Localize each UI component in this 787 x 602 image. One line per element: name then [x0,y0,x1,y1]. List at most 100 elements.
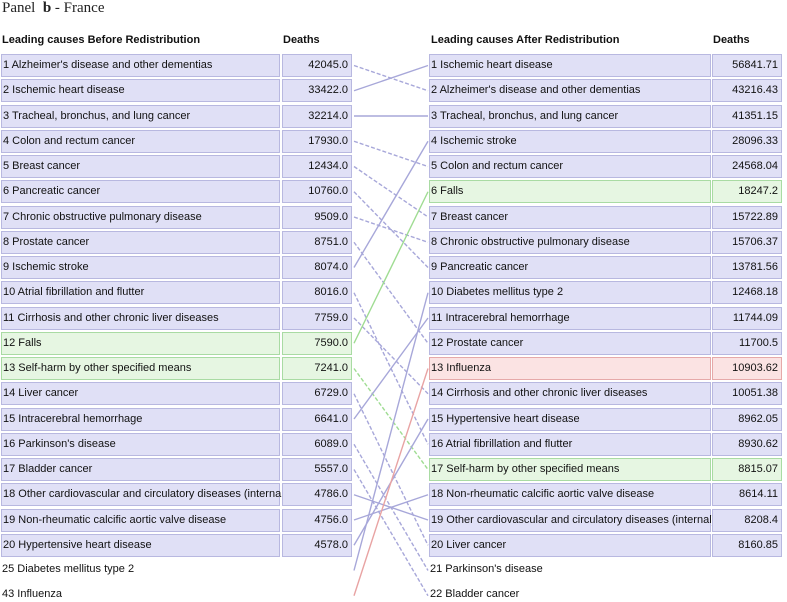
before-deaths-cell: 7759.0 [282,306,352,330]
before-cause-cell: 11 Cirrhosis and other chronic liver dis… [1,306,280,330]
after-extra-cause: 22 Bladder cancer [430,588,520,601]
before-deaths-cell: 42045.0 [282,54,352,77]
panel-title: Panel b - France [2,0,104,17]
before-cause-cell: 20 Hypertensive heart disease [1,533,280,557]
after-deaths-cell: 41351.15 [712,104,782,128]
after-deaths-header: Deaths [713,34,750,46]
before-cause-cell: 3 Tracheal, bronchus, and lung cancer [1,104,280,128]
before-deaths-cell: 8074.0 [282,256,352,279]
rank-link-line [353,393,429,546]
before-cause-cell: 5 Breast cancer [1,155,280,178]
before-cause-cell: 8 Prostate cancer [1,230,280,254]
after-deaths-cell: 8815.07 [712,458,782,481]
after-cause-cell: 12 Prostate cancer [429,331,711,355]
rank-link-line [353,64,429,92]
after-cause-header: Leading causes After Redistribution [431,34,620,46]
before-extra-cause: 43 Influenza [2,588,62,601]
before-deaths-cell: 5557.0 [282,458,352,481]
after-cause-cell: 13 Influenza [429,357,711,380]
rank-link-line [353,165,429,218]
rank-link-line [353,292,429,571]
before-cause-cell: 15 Intracerebral hemorrhage [1,407,280,431]
after-cause-cell: 14 Cirrhosis and other chronic liver dis… [429,382,711,406]
before-cause-cell: 18 Other cardiovascular and circulatory … [1,483,287,507]
after-deaths-cell: 8614.11 [712,483,782,507]
before-cause-cell: 10 Atrial fibrillation and flutter [1,281,280,305]
before-cause-cell: 1 Alzheimer's disease and other dementia… [1,54,280,77]
before-deaths-cell: 12434.0 [282,155,352,178]
before-deaths-cell: 6729.0 [282,382,352,406]
after-deaths-cell: 56841.71 [712,54,782,77]
after-cause-cell: 11 Intracerebral hemorrhage [429,306,711,330]
after-deaths-cell: 18247.2 [712,180,782,204]
rank-link-line [353,368,429,596]
before-cause-cell: 2 Ischemic heart disease [1,79,280,103]
after-cause-cell: 5 Colon and rectum cancer [429,155,711,178]
after-deaths-cell: 8930.62 [712,432,782,456]
before-deaths-cell: 8016.0 [282,281,352,305]
before-deaths-cell: 6089.0 [282,432,352,456]
before-cause-cell: 13 Self-harm by other specified means [1,357,280,380]
rank-link-line [353,140,429,168]
after-cause-cell: 9 Pancreatic cancer [429,256,711,279]
after-cause-cell: 2 Alzheimer's disease and other dementia… [429,79,711,103]
before-extra-cause: 25 Diabetes mellitus type 2 [2,563,135,575]
before-cause-cell: 9 Ischemic stroke [1,256,280,279]
before-deaths-cell: 4578.0 [282,533,352,557]
after-cause-cell: 15 Hypertensive heart disease [429,407,711,431]
after-deaths-cell: 11744.09 [712,306,782,330]
before-deaths-cell: 4786.0 [282,483,352,507]
before-deaths-cell: 7590.0 [282,331,352,355]
panel-prefix: Panel [2,0,36,16]
before-cause-cell: 6 Pancreatic cancer [1,180,280,204]
after-deaths-cell: 8208.4 [712,508,782,532]
before-deaths-cell: 8751.0 [282,230,352,254]
after-cause-cell: 6 Falls [429,180,711,204]
before-cause-cell: 7 Chronic obstructive pulmonary disease [1,205,280,229]
after-cause-cell: 18 Non-rheumatic calcific aortic valve d… [429,483,711,507]
after-cause-cell: 16 Atrial fibrillation and flutter [429,432,711,456]
before-deaths-cell: 6641.0 [282,407,352,431]
before-cause-cell: 16 Parkinson's disease [1,432,280,456]
after-deaths-cell: 15722.89 [712,205,782,229]
before-deaths-cell: 4756.0 [282,508,352,532]
before-cause-cell: 14 Liver cancer [1,382,280,406]
before-cause-cell: 17 Bladder cancer [1,458,280,481]
before-deaths-cell: 7241.0 [282,357,352,380]
rank-link-line [353,317,429,395]
rank-link-line [353,216,429,243]
after-cause-cell: 7 Breast cancer [429,205,711,229]
rank-link-line [353,241,429,344]
before-cause-header: Leading causes Before Redistribution [2,34,201,46]
after-cause-cell: 20 Liver cancer [429,533,711,557]
before-cause-cell: 4 Colon and rectum cancer [1,129,280,153]
before-deaths-cell: 17930.0 [282,129,352,153]
after-deaths-cell: 11700.5 [712,331,782,355]
rank-link-line [353,140,429,268]
after-deaths-cell: 43216.43 [712,79,782,103]
after-cause-cell: 4 Ischemic stroke [429,129,711,153]
after-deaths-cell: 10903.62 [712,357,782,380]
after-cause-cell: 3 Tracheal, bronchus, and lung cancer [429,104,711,128]
rank-link-line [353,317,429,420]
rank-link-line [353,494,429,521]
after-deaths-cell: 12468.18 [712,281,782,305]
panel-letter: b [42,0,52,16]
before-deaths-cell: 32214.0 [282,104,352,128]
after-deaths-cell: 8160.85 [712,533,782,557]
before-deaths-header: Deaths [283,34,320,46]
after-extra-cause: 21 Parkinson's disease [430,563,543,575]
rank-link-line [353,191,429,344]
before-cause-cell: 19 Non-rheumatic calcific aortic valve d… [1,508,280,532]
after-cause-cell: 1 Ischemic heart disease [429,54,711,77]
before-deaths-cell: 9509.0 [282,205,352,229]
after-deaths-cell: 10051.38 [712,382,782,406]
before-cause-cell: 12 Falls [1,331,280,355]
after-cause-cell: 17 Self-harm by other specified means [429,458,711,481]
after-deaths-cell: 28096.33 [712,129,782,153]
after-deaths-cell: 15706.37 [712,230,782,254]
after-cause-cell: 19 Other cardiovascular and circulatory … [429,508,715,532]
before-deaths-cell: 10760.0 [282,180,352,204]
after-deaths-cell: 24568.04 [712,155,782,178]
before-deaths-cell: 33422.0 [282,79,352,103]
